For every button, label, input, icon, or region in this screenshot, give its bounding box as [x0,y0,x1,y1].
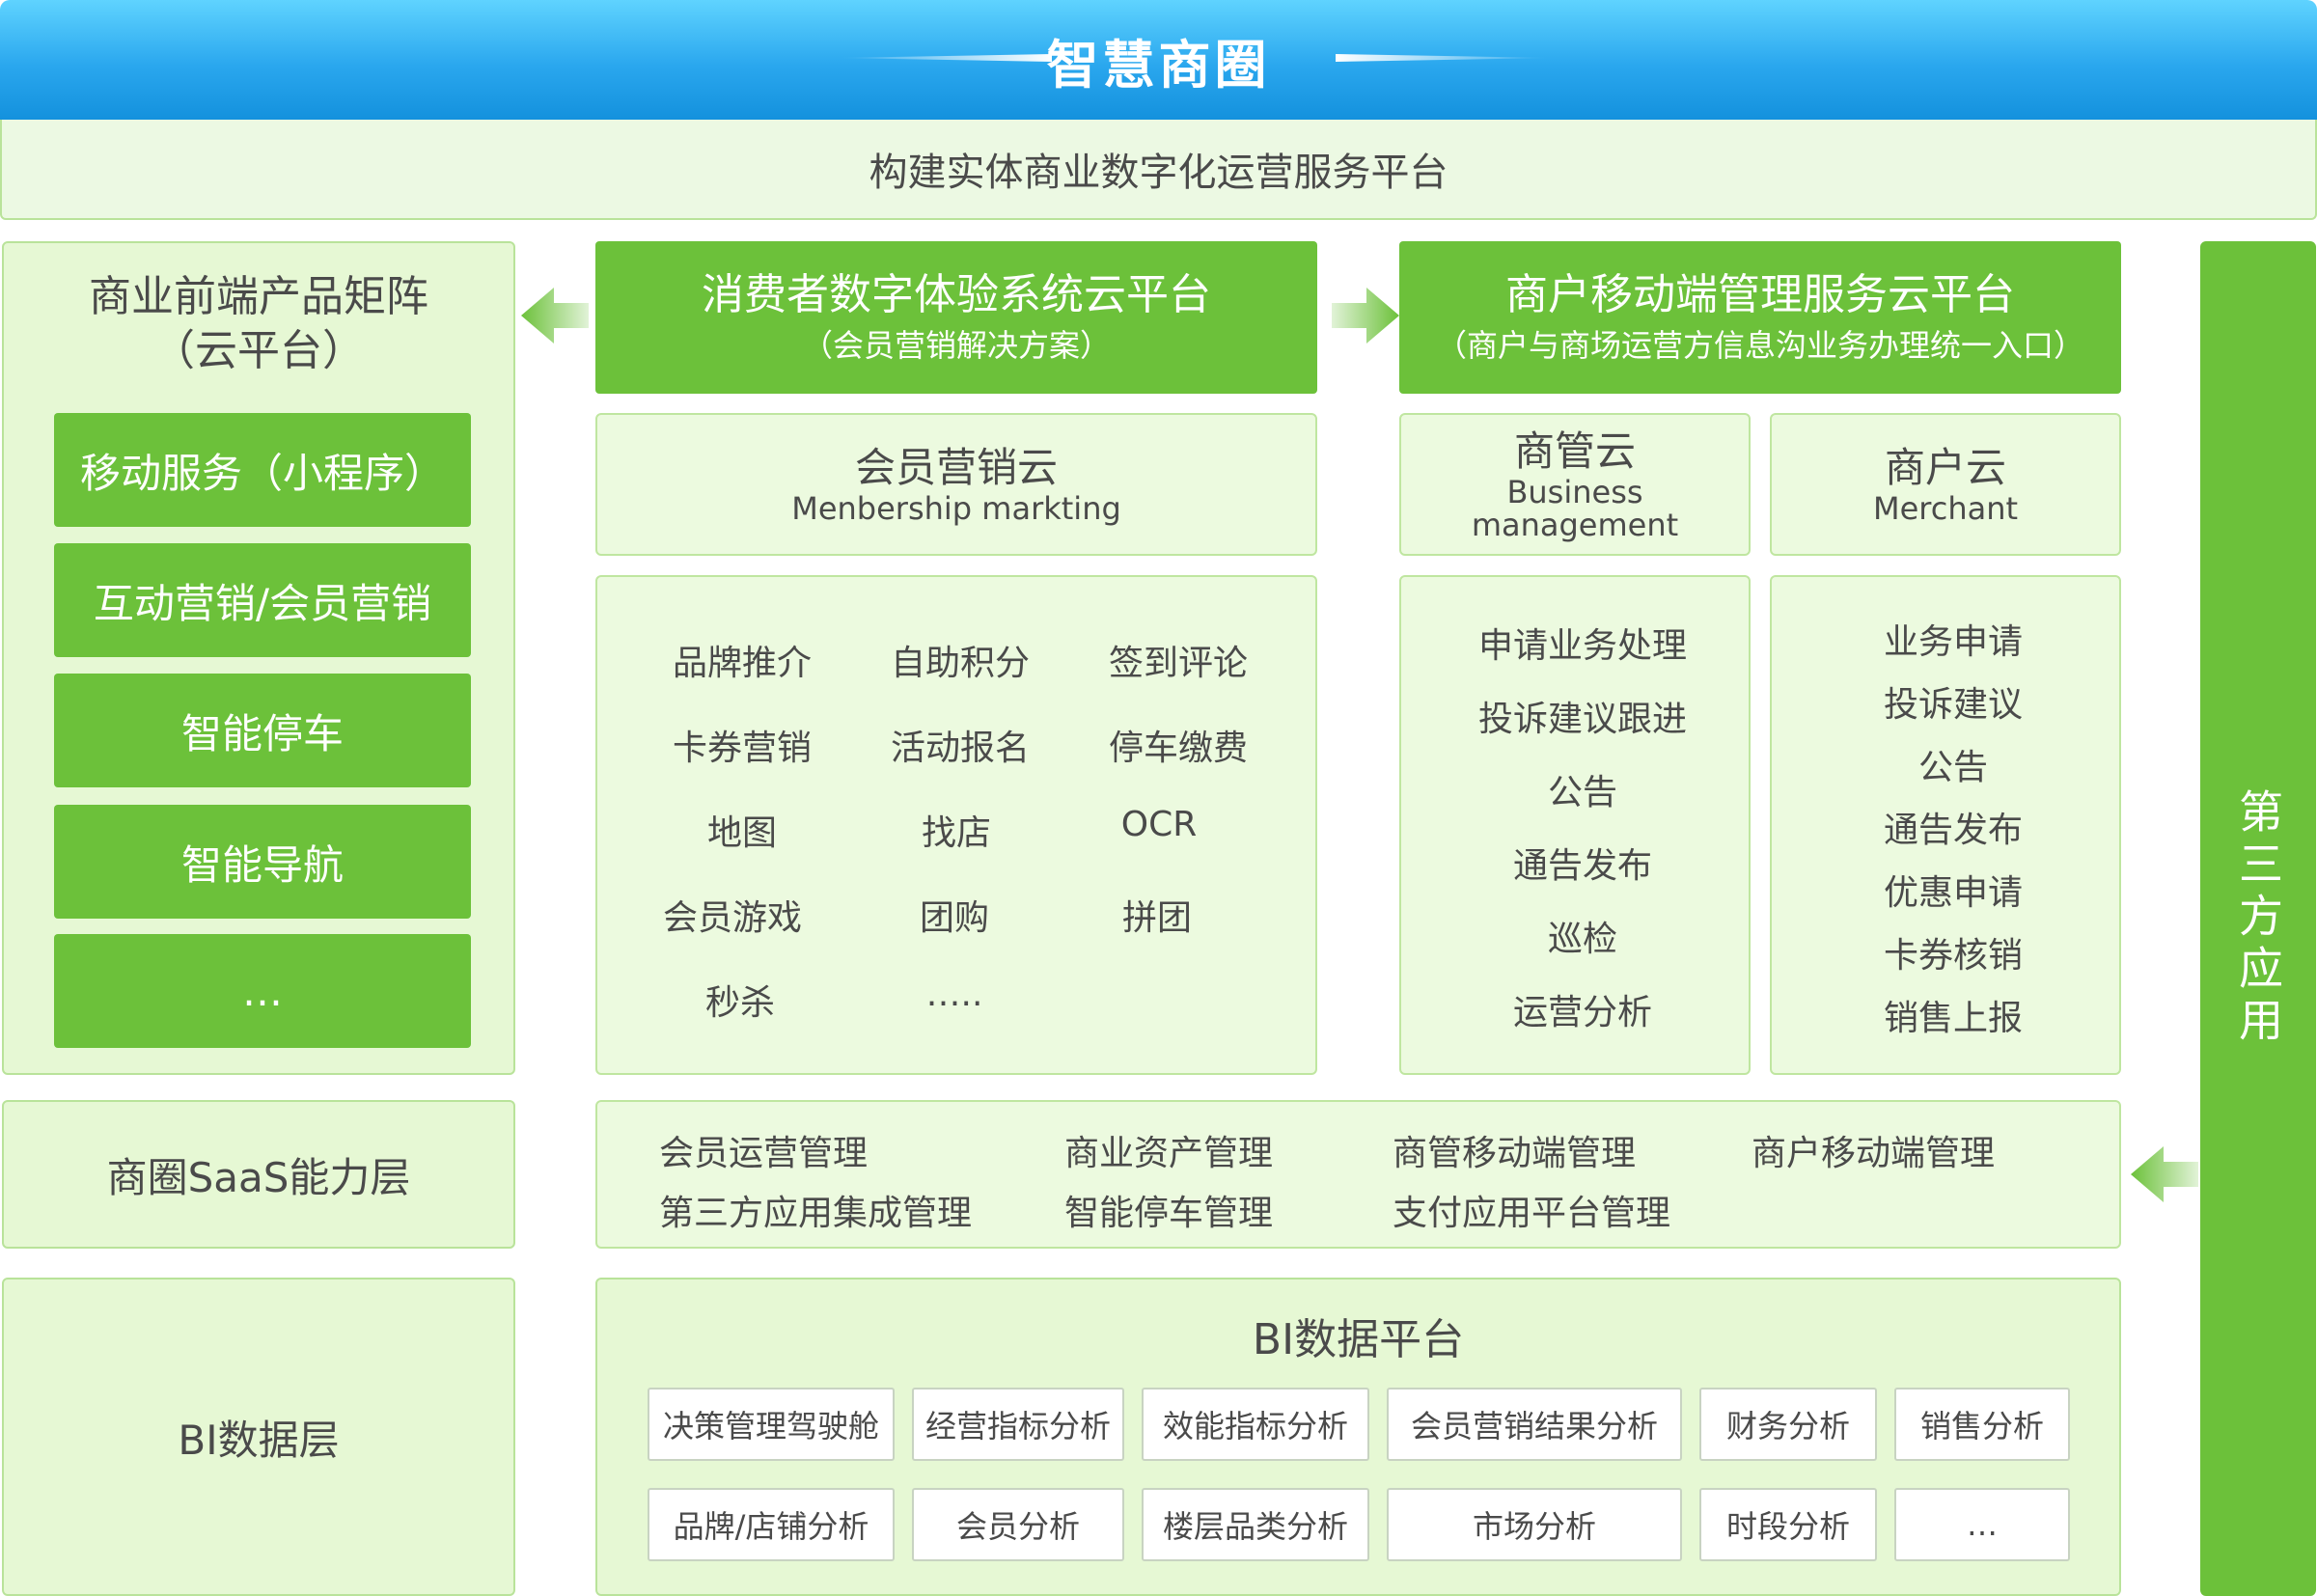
third-party-apps-label: 第三方应用 [2232,788,2284,1049]
bi-item-member-analysis[interactable]: 会员分析 [912,1488,1124,1561]
feature-item: 品牌推介 [672,644,813,683]
list-item: 公告 [1917,748,1989,787]
merchant-cloud: 商户云 Merchant [1770,413,2121,556]
feature-item: 秒杀 [704,983,776,1023]
consumer-platform-subtitle: （会员营销解决方案） [801,327,1111,364]
bi-layer-label: BI数据层 [178,1416,340,1464]
feature-item: 自助积分 [890,644,1031,683]
saas-capabilities-panel: 会员运营管理 商业资产管理 商管移动端管理 商户移动端管理 第三方应用集成管理 … [595,1100,2121,1249]
feature-item: 签到评论 [1108,644,1249,683]
saas-item: 会员运营管理 [659,1134,869,1173]
front-product-matrix-title-line2: （云平台） [152,326,365,375]
header-decor-left [838,54,1052,62]
third-party-apps-bar: 第三方应用 [2200,241,2316,1596]
feature-item: 会员游戏 [662,898,803,938]
list-item: 运营分析 [1512,993,1653,1032]
bi-layer-label-box: BI数据层 [2,1278,515,1596]
front-product-matrix-title: 商业前端产品矩阵 （云平台） [4,266,513,382]
product-button-smart-parking[interactable]: 智能停车 [54,674,471,787]
consumer-platform-header: 消费者数字体验系统云平台 （会员营销解决方案） [595,241,1317,394]
merchant-platform-header: 商户移动端管理服务云平台 （商户与商场运营方信息沟业务办理统一入口） [1399,241,2121,394]
list-item: 卡券核销 [1883,936,2024,976]
bi-item-efficiency-indicators[interactable]: 效能指标分析 [1142,1388,1369,1461]
list-item: 业务申请 [1883,622,2024,662]
page-subtitle: 构建实体商业数字化运营服务平台 [0,120,2317,220]
saas-item: 智能停车管理 [1064,1194,1274,1233]
consumer-features-panel: 品牌推介 自助积分 签到评论 卡券营销 活动报名 停车缴费 地图 找店 OCR … [595,575,1317,1075]
arrow-right-icon [1332,288,1399,344]
bi-platform-panel: BI数据平台 决策管理驾驶舱 经营指标分析 效能指标分析 会员营销结果分析 财务… [595,1278,2121,1596]
arrow-left-icon [2131,1146,2198,1202]
feature-item: 团购 [919,898,990,938]
list-item: 公告 [1547,773,1618,812]
list-item: 投诉建议跟进 [1477,700,1688,739]
saas-item: 支付应用平台管理 [1393,1194,1671,1233]
product-button-mobile-service[interactable]: 移动服务（小程序） [54,413,471,527]
list-item: 申请业务处理 [1477,626,1688,666]
merchant-platform-title: 商户移动端管理服务云平台 [1505,270,2015,319]
feature-item: 地图 [706,813,778,853]
list-item: 巡检 [1547,920,1618,959]
feature-item: 找店 [921,813,992,853]
bi-item-more[interactable]: … [1894,1488,2070,1561]
feature-item: OCR [1120,805,1198,844]
saas-item: 商户移动端管理 [1752,1134,1996,1173]
front-product-matrix-title-line1: 商业前端产品矩阵 [89,272,428,321]
merchant-cloud-subtitle: Merchant [1872,490,2019,527]
arrow-left-icon [521,288,589,344]
bi-item-brand-store-analysis[interactable]: 品牌/店铺分析 [648,1488,895,1561]
product-button-smart-navigation[interactable]: 智能导航 [54,805,471,919]
feature-item: ….. [925,975,983,1014]
bi-item-sales-analysis[interactable]: 销售分析 [1894,1388,2070,1461]
list-item: 通告发布 [1883,811,2024,850]
saas-item: 第三方应用集成管理 [659,1194,973,1233]
mall-management-cloud: 商管云 Business management [1399,413,1751,556]
page-title: 智慧商圈 [1046,34,1271,96]
bi-item-floor-category-analysis[interactable]: 楼层品类分析 [1142,1488,1369,1561]
member-marketing-cloud-subtitle: Menbership markting [791,490,1121,527]
page-header: 智慧商圈 [0,0,2317,120]
list-item: 销售上报 [1883,999,2024,1038]
bi-item-member-marketing-results[interactable]: 会员营销结果分析 [1387,1388,1682,1461]
list-item: 优惠申请 [1883,873,2024,913]
mall-management-cloud-subtitle-line2: management [1471,507,1679,543]
merchant-cloud-title: 商户云 [1884,444,2006,491]
saas-item: 商业资产管理 [1064,1134,1274,1173]
bi-item-operating-indicators[interactable]: 经营指标分析 [912,1388,1124,1461]
product-button-interactive-marketing[interactable]: 互动营销/会员营销 [54,543,471,657]
feature-item: 活动报名 [890,729,1031,768]
list-item: 通告发布 [1512,846,1653,886]
member-marketing-cloud: 会员营销云 Menbership markting [595,413,1317,556]
feature-item: 卡券营销 [672,729,813,768]
list-item: 投诉建议 [1883,685,2024,725]
merchant-list-panel: 业务申请 投诉建议 公告 通告发布 优惠申请 卡券核销 销售上报 [1770,575,2121,1075]
bi-item-market-analysis[interactable]: 市场分析 [1387,1488,1682,1561]
front-product-matrix-panel: 商业前端产品矩阵 （云平台） 移动服务（小程序） 互动营销/会员营销 智能停车 … [2,241,515,1075]
consumer-platform-title: 消费者数字体验系统云平台 [702,270,1211,319]
mall-management-cloud-subtitle-line1: Business [1506,474,1643,510]
saas-layer-label: 商圈SaaS能力层 [106,1153,411,1201]
bi-item-time-period-analysis[interactable]: 时段分析 [1699,1488,1877,1561]
merchant-platform-subtitle: （商户与商场运营方信息沟业务办理统一入口） [1435,327,2084,364]
header-decor-right [1336,54,1550,62]
bi-platform-title: BI数据平台 [1252,1315,1465,1364]
bi-item-decision-cockpit[interactable]: 决策管理驾驶舱 [648,1388,895,1461]
saas-layer-label-box: 商圈SaaS能力层 [2,1100,515,1249]
bi-item-financial-analysis[interactable]: 财务分析 [1699,1388,1877,1461]
mall-management-cloud-title: 商管云 [1513,427,1636,475]
mall-management-list-panel: 申请业务处理 投诉建议跟进 公告 通告发布 巡检 运营分析 [1399,575,1751,1075]
saas-item: 商管移动端管理 [1393,1134,1637,1173]
feature-item: 停车缴费 [1108,729,1249,768]
feature-item: 拼团 [1121,898,1193,938]
product-button-more[interactable]: … [54,934,471,1048]
member-marketing-cloud-title: 会员营销云 [854,444,1058,491]
